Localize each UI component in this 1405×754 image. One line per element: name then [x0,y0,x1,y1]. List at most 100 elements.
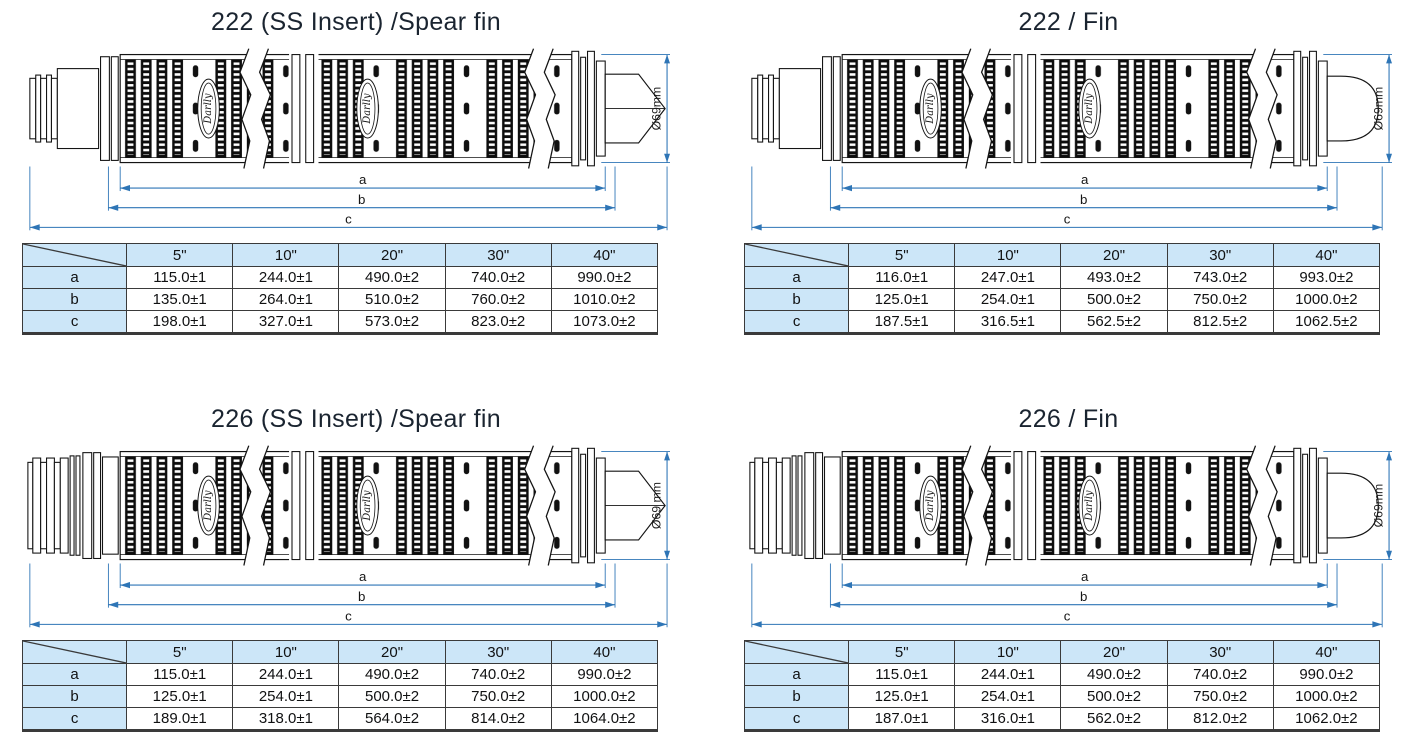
dim-label-b: b [1080,589,1087,604]
dimension-value-cell: 510.0±2 [338,288,446,311]
end-collar [571,50,606,167]
dim-row-label: c [743,707,850,731]
dimension-value-cell: 1064.0±2 [550,707,659,731]
corner-diagonal-line [745,641,848,663]
dim-line-b: b [829,563,1338,608]
size-col-header: 10" [954,640,1062,664]
dimension-value-cell: 1062.5±2 [1272,310,1381,334]
dimension-value-cell: 135.0±1 [126,288,234,311]
dimension-value-cell: 254.0±1 [954,288,1062,311]
dome-tip [1326,75,1379,142]
size-col-header: 5" [126,243,234,267]
dimension-value-cell: 125.0±1 [848,288,956,311]
corner-diagonal-line [23,244,126,266]
dimension-value-cell: 115.0±1 [126,266,234,289]
dim-line-c: c [751,166,1383,231]
size-col-header: 30" [1166,243,1274,267]
logo-text: Darlly [362,490,373,522]
dimension-value-cell: 1010.0±2 [550,288,659,311]
dimension-value-cell: 500.0±2 [1060,685,1168,708]
end-collar [1293,447,1328,564]
end-collar [571,447,606,564]
dimension-value-cell: 500.0±2 [1060,288,1168,311]
dimension-value-cell: 562.5±2 [1060,310,1168,334]
logo-badge: Darlly [356,78,379,139]
dim-label-a: a [1081,569,1089,584]
size-col-header: 40" [550,640,659,664]
dimension-value-cell: 743.0±2 [1166,266,1274,289]
dimension-value-cell: 573.0±2 [338,310,446,334]
section-title: 222 / Fin [1018,8,1119,36]
dimension-value-cell: 244.0±1 [232,266,340,289]
logo-badge: Darlly [356,475,379,536]
center-joint [1011,445,1041,566]
center-joint [289,445,319,566]
logo-badge: Darlly [919,78,942,139]
dimension-value-cell: 490.0±2 [338,266,446,289]
dimension-value-cell: 490.0±2 [1060,663,1168,686]
dim-row-label: a [21,266,128,289]
break-mark [961,445,994,566]
dimension-value-cell: 993.0±2 [1272,266,1381,289]
dim-label-a: a [359,569,367,584]
dimension-value-cell: 189.0±1 [126,707,234,731]
dimension-value-cell: 198.0±1 [126,310,234,334]
dimension-value-cell: 318.0±1 [232,707,340,731]
diameter-dimension: Ø69mm [1323,451,1392,561]
dimension-value-cell: 244.0±1 [232,663,340,686]
size-col-header: 5" [848,640,956,664]
dim-row-label: b [743,685,850,708]
dimension-value-cell: 187.0±1 [848,707,956,731]
dim-row-label: b [21,685,128,708]
dim-line-b: b [829,166,1338,211]
size-col-header: 40" [550,243,659,267]
size-col-header: 40" [1272,243,1381,267]
diameter-dimension: Ø69mm [601,54,670,164]
table-corner-cell [743,640,850,664]
break-mark [523,445,556,566]
dim-label-c: c [345,211,352,226]
table-corner-cell [743,243,850,267]
dimension-value-cell: 750.0±2 [1166,685,1274,708]
filter-body [119,450,573,561]
spear-tip [604,470,666,541]
size-col-header: 20" [338,640,446,664]
diameter-label: Ø69mm [1371,87,1385,131]
dimension-value-cell: 814.0±2 [444,707,552,731]
dimension-value-cell: 244.0±1 [954,663,1062,686]
dimension-value-cell: 990.0±2 [1272,663,1381,686]
section-title: 226 (SS Insert) /Spear fin [211,405,501,433]
center-joint [289,48,319,169]
dim-row-label: c [743,310,850,334]
dimension-value-cell: 812.0±2 [1166,707,1274,731]
dim-row-label: b [21,288,128,311]
dimension-value-cell: 115.0±1 [848,663,956,686]
dim-line-b: b [107,563,616,608]
dimension-value-cell: 125.0±1 [126,685,234,708]
dimension-value-cell: 750.0±2 [444,685,552,708]
dim-row-label: a [743,663,850,686]
dimension-value-cell: 264.0±1 [232,288,340,311]
dim-line-c: c [29,563,668,628]
dim-line-a: a [119,563,606,589]
filter-body [119,53,573,164]
size-col-header: 40" [1272,640,1381,664]
